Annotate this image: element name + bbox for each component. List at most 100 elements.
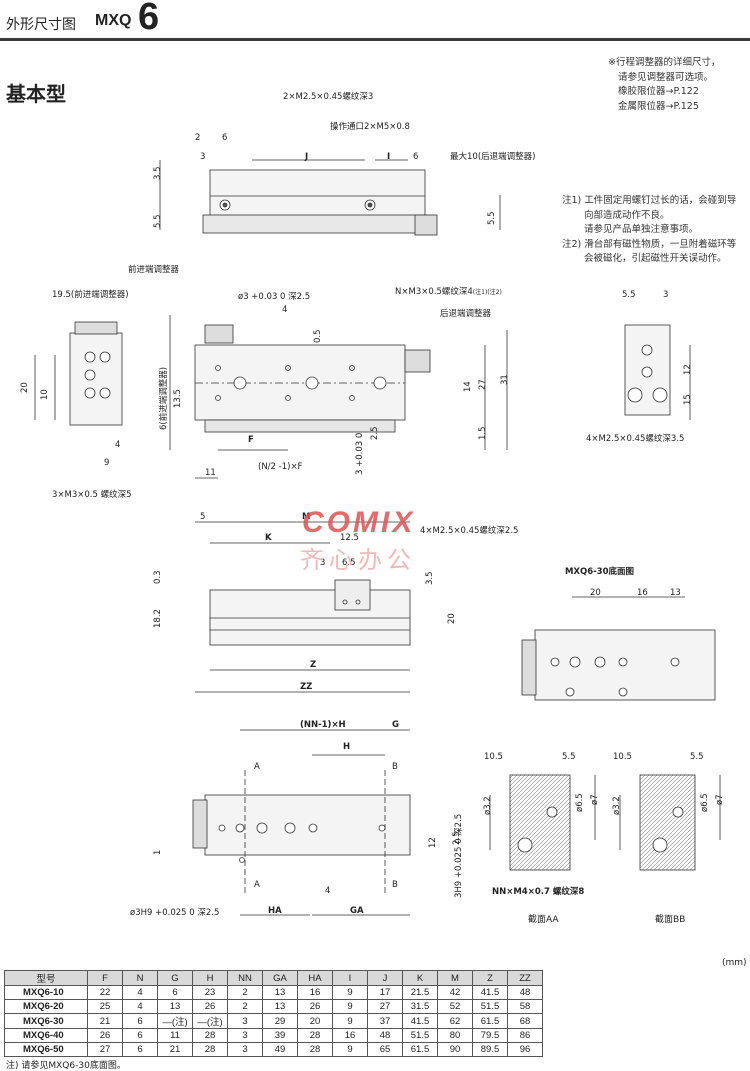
mxq6-30-bottom-view [521,596,716,701]
table-cell: 4 [122,999,158,1014]
table-cell: 28 [192,1028,228,1043]
section-mark-b2: B [392,880,398,890]
callout-n-tap: N×M3×0.5螺纹深4(注1)(注2) [395,287,502,297]
callout-tap-4b: 4×M2.5×0.45螺纹深2.5 [420,526,519,536]
table-cell: 13 [262,985,298,1000]
dim-GA: GA [350,906,364,916]
footnote: 注) 请参见MXQ6-30底面图。 [6,1061,126,1071]
table-cell: 20 [297,1013,333,1029]
table-cell: 26 [192,999,228,1014]
page-header: 外形尺寸图 MXQ 6 [0,0,750,41]
table-cell: 21 [157,1042,193,1057]
section-aa [489,774,596,871]
dim-11: 11 [205,468,216,478]
dim-9: 9 [104,458,110,468]
side-view-right [624,324,691,420]
callout-nn-tap: NN×M4×0.7 螺纹深8 [492,887,585,897]
dim-s6.5b: ø6.5 [700,793,710,812]
table-cell: 51.5 [402,1028,438,1043]
table-cell: 13 [262,999,298,1014]
dim-Z: Z [310,660,317,670]
dim-s3.2b: ø3.2 [612,796,622,815]
dim-s6.5: ø6.5 [575,793,585,812]
table-cell: 48 [367,1028,403,1043]
note-line: 向部造成动作不良。 [584,209,670,221]
table-cell: 26 [297,999,333,1014]
callout-fwd-adj-v: 6(前进端调整器) [159,366,169,430]
dim-HA: HA [268,906,282,916]
table-cell: 6 [122,1042,158,1057]
callout-tap-3: 3×M3×0.5 螺纹深5 [52,490,132,500]
col-header: M [437,970,473,986]
table-cell: 29 [262,1013,298,1029]
dim-5.5c: 5.5 [622,290,636,300]
adjuster-note: ※行程调整器的详细尺寸， 请参见调整器可选项。 橡胶限位器→P.122 金属限位… [608,56,720,114]
dim-s5.5: 5.5 [562,752,576,762]
col-header: GA [262,970,298,986]
table-cell: 80 [437,1028,473,1043]
table-cell: 22 [87,985,123,1000]
table-cell: 28 [192,1042,228,1057]
dim-14: 14 [463,381,473,392]
note-line: 注1) 工件固定用螺钉过长的话，会碰到导 [562,195,737,206]
bottom-view-title: MXQ6-30底面图 [565,567,635,577]
dim-s10.5b: 10.5 [613,752,632,762]
note-line: 请参见产品单独注意事项。 [584,224,699,235]
table-cell: 86 [507,1028,543,1043]
section-mark-a: A [254,762,260,772]
table-cell: 2 [227,985,263,1000]
dim-3c: 3 [663,290,669,300]
col-header: F [87,970,123,986]
caution-notes: 注1) 工件固定用螺钉过长的话，会碰到导 向部造成动作不良。 请参见产品单独注意… [562,194,736,267]
table-cell: 9 [332,1042,368,1057]
table-cell: 27 [367,999,403,1014]
table-cell: 37 [367,1013,403,1029]
table-cell: 21 [87,1013,123,1029]
dim-12: 12 [683,364,693,375]
note-line: 金属限位器→P.125 [618,100,699,112]
dim-1.5: 1.5 [478,426,488,440]
table-cell: 4 [122,985,158,1000]
table-cell: 48 [507,985,543,1000]
table-cell: 6 [122,1013,158,1029]
section-bb [619,774,721,871]
dim-12.5: 12.5 [340,533,359,543]
callout-tap-4: 4×M2.5×0.45螺纹深3.5 [586,434,685,444]
header-model: MXQ [95,12,132,29]
note-line: 注2) 滑台部有磁性物质，一旦附着磁环等 [562,238,737,250]
dim-b16: 16 [637,588,648,598]
header-rule [0,38,750,41]
section-title: 基本型 [6,82,66,106]
bottom-main-view [192,729,411,916]
table-cell: 52 [437,999,473,1014]
dim-b13: 13 [670,588,681,598]
table-cell-model: MXQ6-40 [4,1028,88,1043]
table-cell: 62 [437,1013,473,1029]
table-cell: 28 [297,1042,333,1057]
dim-5.5b: 5.5 [487,211,497,225]
dim-13.5: 13.5 [173,389,183,408]
table-cell-model: MXQ6-20 [4,999,88,1014]
dim-3d: 3 [320,558,326,568]
dim-6.5: 6.5 [342,558,356,568]
dim-15: 15 [683,394,693,405]
table-cell: 27 [87,1042,123,1057]
callout-rev-adj: 后退端调整器 [440,309,492,319]
dim-s10.5: 10.5 [484,752,503,762]
table-cell: 26 [87,1028,123,1043]
table-cell: 68 [507,1013,543,1029]
table-cell: —(注) [157,1013,193,1029]
dim-0.5: 0.5 [313,329,323,343]
col-header: K [402,970,438,986]
dim-4b: 4 [115,440,121,450]
note-line: ※行程调整器的详细尺寸， [608,57,721,68]
formula-n: (N/2 -1)×F [258,462,303,472]
dim-s7: ø7 [590,794,600,805]
table-cell: 28 [297,1028,333,1043]
table-cell: 41.5 [402,1013,438,1029]
dim-ZZ: ZZ [300,682,313,692]
